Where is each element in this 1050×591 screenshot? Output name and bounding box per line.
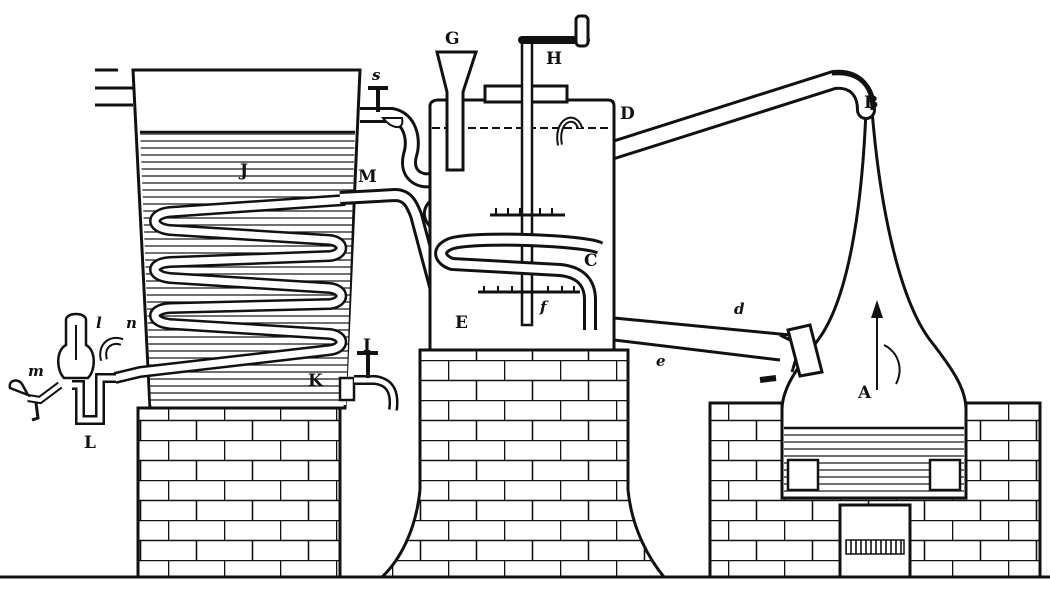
pipe-M — [339, 188, 599, 329]
agitator-H — [478, 14, 590, 327]
label-E: E — [455, 313, 468, 333]
label-s: s — [372, 66, 381, 84]
label-l: l — [96, 314, 102, 332]
left-brick-pedestal — [136, 406, 342, 579]
label-M: M — [358, 167, 377, 187]
funnel-G — [435, 50, 479, 172]
label-e: e — [656, 352, 666, 370]
label-L: L — [84, 433, 96, 453]
label-I: I — [363, 336, 371, 356]
label-H: H — [546, 49, 562, 69]
return-pipe-d-e — [612, 316, 824, 383]
label-n: n — [126, 314, 137, 332]
still-pot-A — [780, 108, 968, 500]
coil-C — [434, 232, 604, 330]
label-A: A — [857, 383, 872, 403]
label-f: f — [539, 298, 549, 316]
label-D: D — [620, 104, 635, 124]
label-B: B — [864, 93, 878, 113]
tap-I — [338, 351, 399, 411]
fire-grate — [845, 539, 905, 555]
diagram-labels: A B C D E G H I J K L M d e f l m n s — [28, 29, 878, 453]
label-J: J — [238, 161, 248, 181]
label-C: C — [584, 251, 598, 271]
middle-brick-pedestal — [378, 348, 668, 579]
cooling-worm-K — [113, 194, 348, 384]
tap-s — [360, 86, 432, 189]
label-m: m — [28, 362, 44, 380]
label-d: d — [734, 300, 745, 318]
label-G: G — [445, 29, 460, 49]
label-K: K — [308, 371, 324, 391]
receiver-trap-L — [8, 312, 124, 425]
